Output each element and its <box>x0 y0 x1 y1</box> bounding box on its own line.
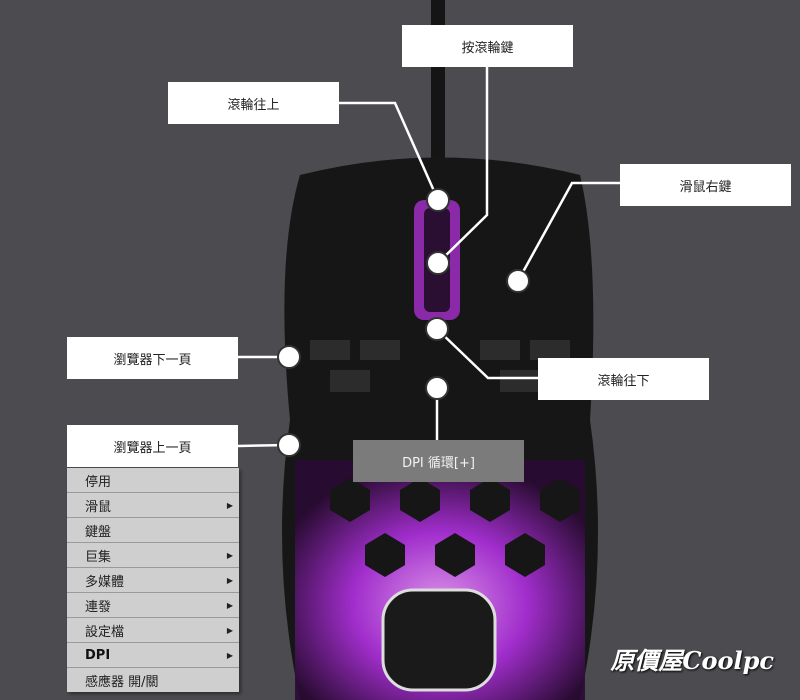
menu-item-profile[interactable]: 設定檔 ▶ <box>67 618 239 643</box>
hotspot-middle-click <box>426 251 450 275</box>
label-browser-forward[interactable]: 瀏覽器下一頁 <box>67 337 238 379</box>
hotspot-scroll-down <box>425 317 449 341</box>
submenu-arrow-icon: ▶ <box>226 550 233 560</box>
hotspot-right-click <box>506 269 530 293</box>
watermark-logo: 原價屋Coolpc <box>610 646 774 675</box>
menu-item-label: 滑鼠 <box>85 499 112 515</box>
menu-item-label: 巨集 <box>85 549 112 565</box>
menu-item-disable[interactable]: 停用 <box>67 468 239 493</box>
menu-item-label: 鍵盤 <box>85 524 112 540</box>
menu-item-macro[interactable]: 巨集 ▶ <box>67 543 239 568</box>
label-dpi-cycle[interactable]: DPI 循環[+] <box>353 440 524 482</box>
menu-item-label: DPI <box>85 647 111 663</box>
menu-item-sensor-toggle[interactable]: 感應器 開/關 <box>67 668 239 692</box>
menu-item-keyboard[interactable]: 鍵盤 <box>67 518 239 543</box>
submenu-arrow-icon: ▶ <box>226 500 233 510</box>
label-scroll-up[interactable]: 滾輪往上 <box>168 82 339 124</box>
mouse-logo-plate <box>381 588 497 692</box>
menu-item-mouse[interactable]: 滑鼠 ▶ <box>67 493 239 518</box>
menu-item-label: 設定檔 <box>85 624 125 640</box>
label-scroll-down[interactable]: 滾輪往下 <box>538 358 709 400</box>
submenu-arrow-icon: ▶ <box>226 600 233 610</box>
label-right-click[interactable]: 滑鼠右鍵 <box>620 164 791 206</box>
menu-item-label: 多媒體 <box>85 574 125 590</box>
menu-item-label: 感應器 開/關 <box>85 674 159 690</box>
submenu-arrow-icon: ▶ <box>226 625 233 635</box>
submenu-arrow-icon: ▶ <box>226 650 233 660</box>
menu-item-multimedia[interactable]: 多媒體 ▶ <box>67 568 239 593</box>
menu-item-label: 連發 <box>85 599 112 615</box>
label-browser-back[interactable]: 瀏覽器上一頁 <box>67 425 238 467</box>
function-context-menu: 停用 滑鼠 ▶ 鍵盤 巨集 ▶ 多媒體 ▶ 連發 ▶ 設定檔 ▶ DPI ▶ 感應器 開/關 <box>67 468 239 692</box>
hotspot-browser-back <box>277 433 301 457</box>
menu-item-rapid-fire[interactable]: 連發 ▶ <box>67 593 239 618</box>
hotspot-dpi <box>425 376 449 400</box>
hotspot-scroll-up <box>426 188 450 212</box>
label-middle-click[interactable]: 按滾輪鍵 <box>402 25 573 67</box>
menu-item-dpi[interactable]: DPI ▶ <box>67 643 239 668</box>
hotspot-browser-forward <box>277 345 301 369</box>
submenu-arrow-icon: ▶ <box>226 575 233 585</box>
menu-item-label: 停用 <box>85 474 112 490</box>
